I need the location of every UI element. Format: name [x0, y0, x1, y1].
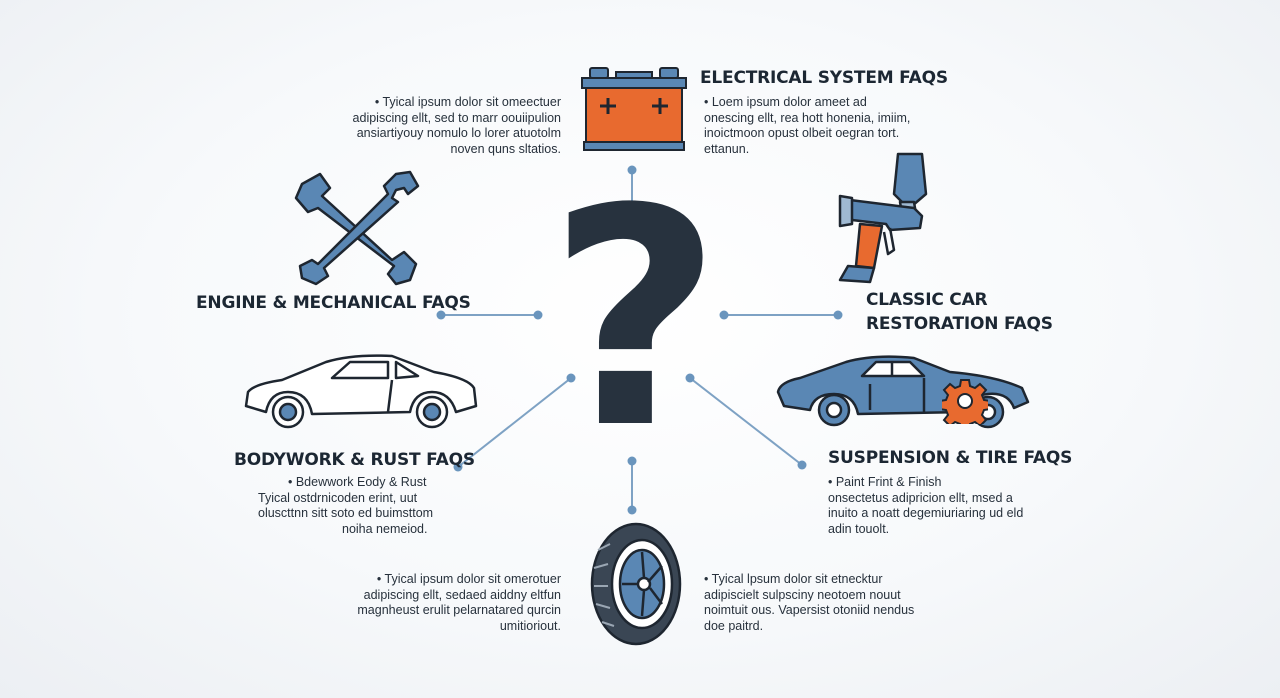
- connector-node-right-outer: [833, 310, 843, 320]
- connector-node-top-inner: [627, 215, 637, 225]
- title-line: RESTORATION FAQS: [866, 314, 1053, 334]
- tire-icon: [590, 522, 682, 646]
- text-line: noimtuit ous. Vapersist otoniid nendus: [704, 603, 915, 617]
- connector-node-bottom-outer: [627, 505, 637, 515]
- wrench-icon: [294, 170, 420, 286]
- text-line: umitioriout.: [499, 618, 561, 633]
- text-line: adin touolt.: [828, 521, 890, 536]
- classic-restoration-title: CLASSIC CAR RESTORATION FAQS: [866, 288, 1053, 336]
- electrical-system-title: ELECTRICAL SYSTEM FAQS: [700, 68, 948, 88]
- text-line: noiha nemeiod.: [342, 521, 428, 536]
- battery-icon: [581, 67, 687, 151]
- spray-gun-icon: [838, 152, 928, 284]
- electrical-system-description: • Loem ipsum dolor ameet ad onescing ell…: [704, 95, 910, 157]
- text-line: adipiscing ellt, sedaed aiddny eltfun: [363, 587, 561, 602]
- text-line: • Paint Frint & Finish: [828, 475, 942, 489]
- connector-node-lower-right-inner: [685, 373, 695, 383]
- connector-node-bottom-inner: [627, 456, 637, 466]
- text-line: adipiscing ellt, sed to marr oouiipulion: [352, 110, 561, 125]
- center-question-mark: ?: [548, 145, 723, 494]
- text-line: doe paitrd.: [704, 618, 764, 633]
- text-line: • Bdewwork Eody & Rust: [288, 475, 427, 489]
- classic-car-icon: [776, 355, 1030, 429]
- text-line: adipiscielt sulpsciny neotoem nouut: [704, 587, 901, 602]
- title-line: CLASSIC CAR: [866, 290, 988, 310]
- text-line: oluscttnn sitt soto ed buimsttom: [258, 506, 434, 520]
- text-line: inuito a noatt degemiuriaring ud eld: [828, 506, 1024, 520]
- connector-node-lower-right-outer: [797, 460, 807, 470]
- text-line: ansiartiyouy nomulo lo lorer atuotolm: [356, 126, 561, 140]
- suspension-tire-title: SUSPENSION & TIRE FAQS: [828, 448, 1073, 468]
- text-line: • Tyical ipsum dolor sit omeectuer: [374, 95, 561, 109]
- bodywork-rust-title: BODYWORK & RUST FAQS: [234, 450, 475, 470]
- text-line: • Loem ipsum dolor ameet ad: [704, 95, 867, 109]
- text-line: onsectetus adipricion ellt, msed a: [828, 490, 1013, 505]
- connector-node-lower-left-outer: [453, 462, 463, 472]
- text-line: Tyical ostdrnicoden erint, uut: [258, 490, 418, 505]
- engine-mechanical-title: ENGINE & MECHANICAL FAQS: [196, 293, 471, 313]
- text-line: onescing ellt, rea hott honenia, imiim,: [704, 110, 911, 125]
- connector-node-left-inner: [533, 310, 543, 320]
- connector-lower-left: [457, 377, 572, 468]
- text-line: • Tyical ipsum dolor sit omerotuer: [376, 572, 561, 586]
- bottom-left-description: • Tyical ipsum dolor sit omerotuer adipi…: [300, 572, 561, 634]
- text-line: magnheust erulit pelarnatared qurcin: [357, 603, 561, 617]
- gear-icon: [942, 379, 988, 424]
- text-line: inoictmoon opust olbeit oegran tort.: [704, 126, 900, 140]
- connector-node-lower-left-inner: [566, 373, 576, 383]
- bottom-right-description: • Tyical lpsum dolor sit etnecktur adipi…: [704, 572, 914, 634]
- car-outline-icon: [244, 354, 478, 429]
- text-line: ettanun.: [704, 141, 750, 156]
- connector-node-top-outer: [627, 165, 637, 175]
- connector-node-right-inner: [719, 310, 729, 320]
- engine-description: • Tyical ipsum dolor sit omeectuer adipi…: [300, 95, 561, 157]
- text-line: noven quns sltatios.: [450, 141, 562, 156]
- connector-node-left-outer: [436, 310, 446, 320]
- suspension-description: • Paint Frint & Finish onsectetus adipri…: [828, 475, 1023, 537]
- bodywork-description: • Bdewwork Eody & Rust Tyical ostdrnicod…: [258, 475, 433, 537]
- text-line: • Tyical lpsum dolor sit etnecktur: [704, 572, 883, 586]
- connector-lower-right: [689, 377, 803, 466]
